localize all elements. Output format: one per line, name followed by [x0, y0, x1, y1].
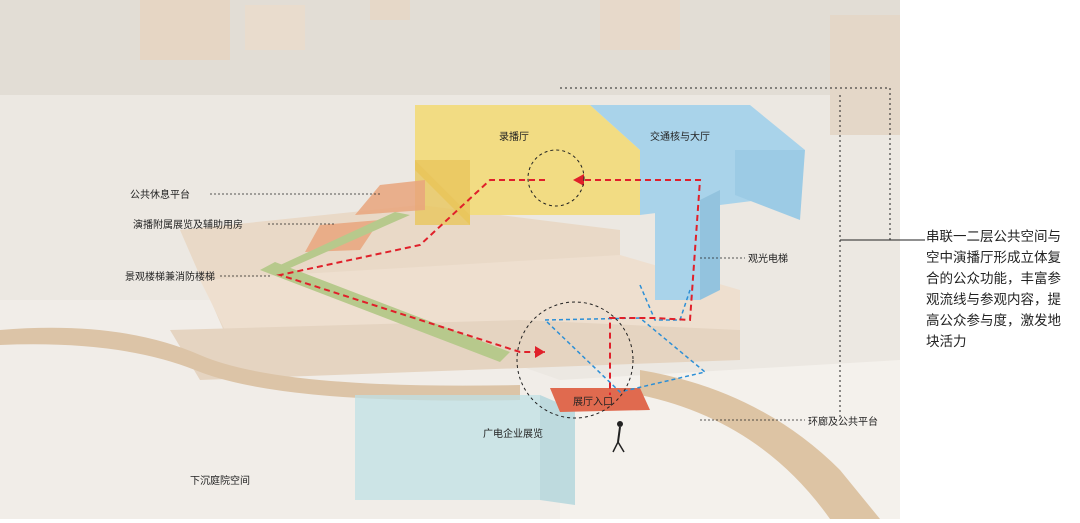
- enterprise-exhibition-side: [540, 395, 575, 505]
- label-aux-room: 演播附属展览及辅助用房: [133, 218, 243, 231]
- curved-corridor: [640, 370, 880, 519]
- terrace-block: [170, 320, 740, 380]
- focus-circle-lower: [516, 301, 634, 419]
- elevator-core-side: [700, 190, 720, 300]
- elevator-core: [655, 200, 700, 300]
- visit-route-left: [276, 179, 545, 353]
- rest-platform-zone: [355, 180, 425, 215]
- curved-ramp: [0, 327, 520, 401]
- background-building: [830, 15, 900, 135]
- label-rest-platform: 公共休息平台: [130, 188, 190, 201]
- label-elevator: 观光电梯: [748, 252, 788, 265]
- elevator-outline: [639, 284, 691, 321]
- description-line: 观流线与参观内容，提: [926, 292, 1061, 308]
- route-arrow: [535, 346, 545, 358]
- label-stair: 景观楼梯兼消防楼梯: [125, 270, 215, 283]
- label-sunken: 下沉庭院空间: [190, 474, 250, 487]
- focus-circle-upper: [527, 149, 585, 207]
- background-building: [370, 0, 410, 20]
- landscape-stair-lower: [260, 262, 510, 362]
- description-line: 高公众参与度，激发地: [926, 313, 1061, 329]
- description-line: 空中演播厅形成立体复: [926, 250, 1061, 266]
- description-line: 块活力: [926, 334, 967, 350]
- label-recording-hall: 录播厅: [499, 130, 529, 143]
- description-line: 合的公众功能，丰富参: [926, 271, 1061, 287]
- lobby-cantilever: [735, 150, 805, 220]
- entrance-block: [550, 388, 650, 412]
- background-building: [600, 0, 680, 50]
- description-line: 串联一二层公共空间与: [926, 229, 1061, 245]
- label-lobby: 交通核与大厅: [650, 130, 710, 143]
- description-text: 串联一二层公共空间与 空中演播厅形成立体复 合的公众功能，丰富参 观流线与参观内…: [926, 227, 1076, 353]
- enterprise-exhibition-volume: [355, 395, 540, 500]
- label-entrance: 展厅入口: [573, 396, 613, 408]
- route-arrow: [573, 174, 584, 186]
- background-building: [140, 0, 230, 60]
- visit-route-right: [575, 179, 702, 395]
- background-building: [245, 5, 305, 50]
- label-corridor: 环廊及公共平台: [808, 415, 878, 428]
- sky-buildings-area: [0, 0, 900, 95]
- label-enterprise: 广电企业展览: [483, 427, 543, 440]
- entrance-outline: [543, 317, 707, 393]
- recording-hall-volume: [415, 105, 640, 215]
- landscape-stair-upper: [265, 212, 410, 272]
- person-silhouette: [612, 421, 625, 453]
